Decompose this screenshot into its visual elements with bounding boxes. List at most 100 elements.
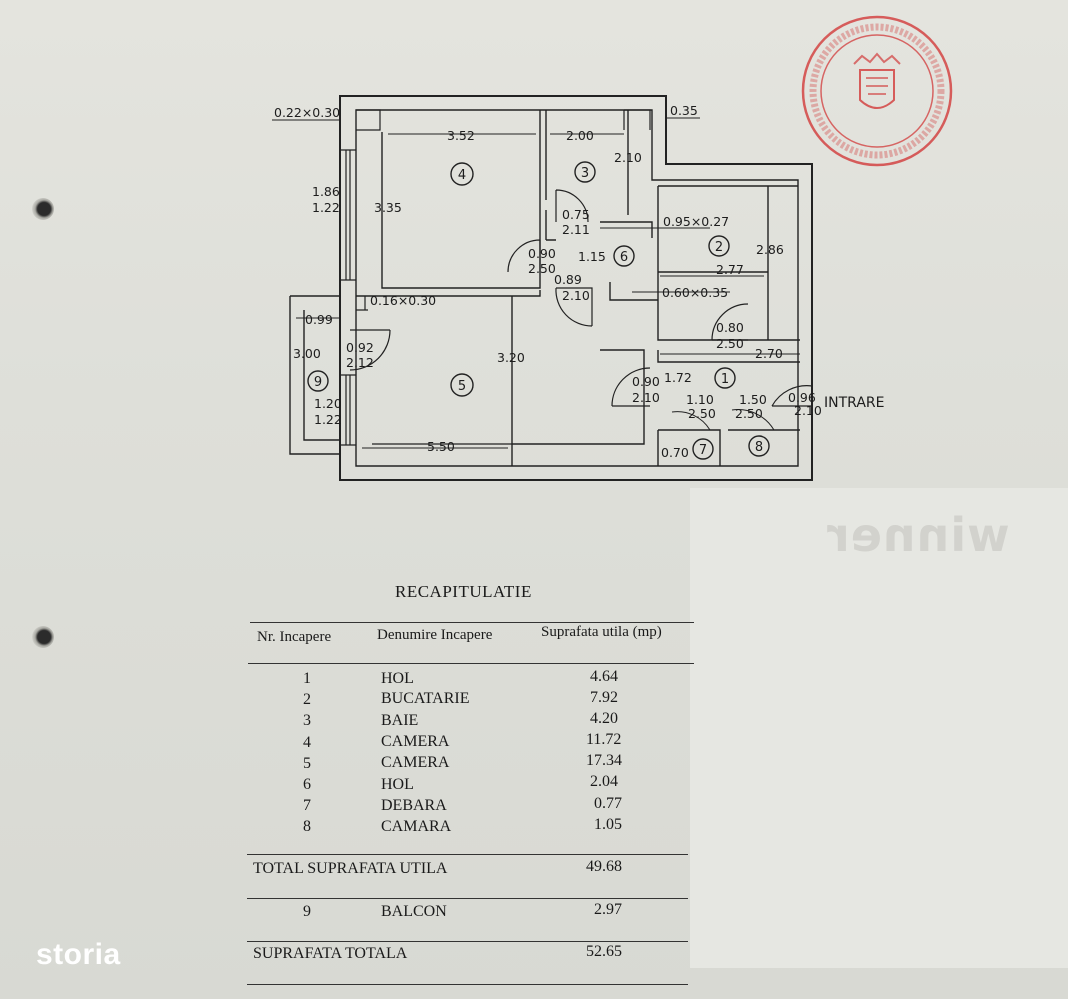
- balcony-nr: 9: [303, 903, 311, 920]
- table-rule: [248, 663, 694, 664]
- row-nr: 2: [303, 691, 311, 708]
- dimension-label: 2.50: [716, 336, 744, 351]
- dimension-label: 1.10: [686, 392, 714, 407]
- dimension-label: 5.50: [427, 439, 455, 454]
- dimension-label: 1.22: [312, 200, 340, 215]
- room-number: 8: [755, 440, 763, 455]
- dimension-label: 2.50: [688, 406, 716, 421]
- total-label: SUPRAFATA TOTALA: [253, 945, 408, 962]
- room-number: 6: [620, 250, 628, 265]
- room-3-marker: [574, 161, 596, 183]
- binder-hole: [32, 626, 54, 648]
- row-nr: 7: [303, 797, 311, 814]
- dimension-label: 1.50: [739, 392, 767, 407]
- row-name: CAMERA: [381, 733, 450, 750]
- room-number: 5: [458, 379, 466, 394]
- dimension-label: 1.72: [664, 370, 692, 385]
- dimension-label: 0.90: [632, 374, 660, 389]
- balcony-area: 2.97: [594, 901, 622, 918]
- window-left-room-5: [340, 374, 356, 446]
- room-number: 3: [581, 166, 589, 181]
- room-4-marker: [450, 162, 474, 186]
- binder-hole: [32, 198, 54, 220]
- room-number: 2: [715, 240, 723, 255]
- header-nr: Nr. Incapere: [257, 629, 332, 645]
- door-room-4: [507, 239, 541, 273]
- row-nr: 1: [303, 670, 311, 687]
- table-rule: [247, 984, 688, 985]
- outer-wall: [339, 95, 813, 481]
- row-nr: 3: [303, 712, 311, 729]
- dimension-label: 3.35: [374, 200, 402, 215]
- dimension-label: 0.90: [528, 246, 556, 261]
- balcony-name: BALCON: [381, 903, 447, 920]
- row-nr: 6: [303, 776, 311, 793]
- room-number: 7: [699, 443, 707, 458]
- cadastre-stamp: [801, 15, 953, 167]
- storia-logo: storia: [36, 938, 121, 971]
- dimension-label: 0.75: [562, 207, 590, 222]
- total-useful-value: 49.68: [586, 858, 622, 875]
- door-room-5: [611, 367, 651, 407]
- dimension-label: 0.16×0.30: [370, 293, 436, 308]
- dimension-label: 0.80: [716, 320, 744, 335]
- dimension-label: 0.70: [661, 445, 689, 460]
- dimension-label: 2.77: [716, 262, 744, 277]
- dimension-label: 2.12: [346, 355, 374, 370]
- room-number: 4: [458, 168, 466, 183]
- row-area: 7.92: [590, 689, 618, 706]
- row-area: 0.77: [594, 795, 622, 812]
- row-name: HOL: [381, 776, 414, 793]
- door-room-5-hall: [555, 287, 593, 327]
- total-value: 52.65: [586, 943, 622, 960]
- inner-wall: [355, 109, 799, 467]
- total-useful-label: TOTAL SUPRAFATA UTILA: [253, 860, 448, 877]
- row-name: BUCATARIE: [381, 690, 470, 707]
- row-name: DEBARA: [381, 797, 447, 814]
- dimension-label: 0.60×0.35: [662, 285, 728, 300]
- row-name: BAIE: [381, 712, 419, 729]
- header-name: Denumire Incapere: [377, 627, 493, 643]
- room-5-marker: [450, 373, 474, 397]
- dimension-label: 2.10: [562, 288, 590, 303]
- table-rule: [247, 898, 688, 899]
- table-rule: [250, 622, 694, 623]
- room-5-wall: [511, 296, 645, 466]
- row-nr: 8: [303, 818, 311, 835]
- watermark: winner: [826, 508, 1010, 562]
- door-kitchen: [711, 303, 749, 341]
- room-9-marker: [307, 370, 329, 392]
- row-name: HOL: [381, 670, 414, 687]
- balcony-wall: [289, 295, 340, 455]
- room-6-marker: [613, 245, 635, 267]
- row-area: 17.34: [586, 752, 622, 769]
- room-number: 9: [314, 375, 322, 390]
- dimension-label: 0.96: [788, 390, 816, 405]
- row-area: 11.72: [586, 731, 622, 748]
- row-area: 4.20: [590, 710, 618, 727]
- row-area: 2.04: [590, 773, 618, 790]
- recap-title: RECAPITULATIE: [395, 582, 532, 601]
- room-7-marker: [692, 438, 714, 460]
- table-rule: [247, 854, 688, 855]
- room-2-wall: [657, 186, 800, 341]
- room-3-wall: [545, 110, 556, 241]
- dimension-label: 2.50: [528, 261, 556, 276]
- dimension-label: 2.10: [614, 150, 642, 165]
- header-area: Suprafata utila (mp): [541, 624, 662, 640]
- dimension-label: 1.15: [578, 249, 606, 264]
- dimension-label: 0.35: [670, 103, 698, 118]
- dimension-label: 1.86: [312, 184, 340, 199]
- row-area: 4.64: [590, 668, 618, 685]
- dimension-label: 0.95×0.27: [663, 214, 729, 229]
- dimension-label: 1.20: [314, 396, 342, 411]
- row-area: 1.05: [594, 816, 622, 833]
- dimension-label: 2.50: [735, 406, 763, 421]
- dimension-label: 0.99: [305, 312, 333, 327]
- row-nr: 4: [303, 734, 311, 751]
- door-bath: [555, 189, 589, 223]
- floor-plan: 4 3 6 2 5 1 9 7 8 0.22×0.30 3.52 2.00 0.…: [272, 95, 884, 481]
- dimension-label: 2.70: [755, 346, 783, 361]
- dimension-label: 0.22×0.30: [274, 105, 340, 120]
- row-name: CAMERA: [381, 754, 450, 771]
